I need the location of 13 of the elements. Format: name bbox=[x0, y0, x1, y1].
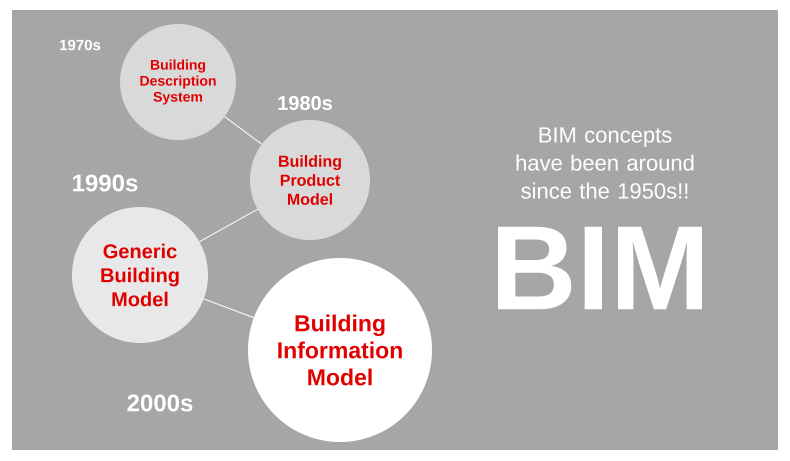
connector-line bbox=[203, 298, 254, 318]
decade-label: 2000s bbox=[127, 394, 192, 412]
decade-label: 1970s bbox=[60, 40, 100, 50]
decade-label: 1980s bbox=[278, 96, 332, 110]
statement-text: BIM concepts have been around since the 1950s!! bbox=[516, 127, 694, 199]
circle-node: Building Product Model bbox=[250, 120, 370, 240]
circle-node: Building Information Model bbox=[248, 258, 432, 442]
title-text: BIM bbox=[498, 226, 702, 310]
decade-label: 1990s bbox=[73, 174, 138, 192]
circle-node: Generic Building Model bbox=[72, 207, 208, 343]
connector-line bbox=[224, 116, 262, 145]
connector-line bbox=[199, 208, 258, 242]
circle-node: Building Description System bbox=[120, 24, 236, 140]
